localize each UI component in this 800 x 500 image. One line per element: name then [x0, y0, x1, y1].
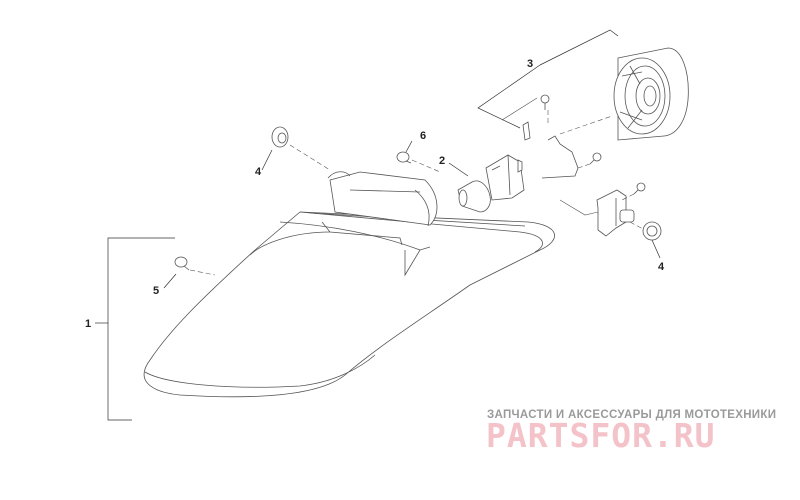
watermark-tagline: ЗАПЧАСТИ И АКСЕССУАРЫ ДЛЯ МОТОТЕХНИКИ	[487, 409, 776, 421]
explode-lines	[189, 110, 644, 276]
callout-4-upper: 4	[255, 166, 262, 178]
solid-guides	[501, 97, 599, 216]
headlight-housing	[143, 171, 555, 398]
small-screw-wire	[589, 152, 602, 165]
headlight-dust-cover	[613, 47, 689, 141]
mounting-bracket	[596, 189, 635, 237]
callout-2: 2	[439, 155, 445, 167]
headlight-bulb	[457, 154, 525, 213]
callout-4-lower: 4	[658, 261, 665, 273]
bulb-retaining-spring	[522, 121, 579, 179]
rubber-grommet-upper	[271, 126, 289, 148]
small-screw-bracket	[633, 182, 646, 195]
callout-5: 5	[153, 285, 159, 297]
small-screw-cover	[540, 94, 550, 110]
callout-3: 3	[527, 58, 533, 70]
watermark-brand: PARTSFOR.RU	[486, 416, 716, 455]
callout-6: 6	[420, 130, 426, 142]
rubber-grommet-lower	[642, 221, 662, 241]
callout-1: 1	[85, 318, 91, 330]
screw-part-5	[174, 256, 190, 271]
screw-part-6	[396, 151, 412, 164]
leader-lines	[95, 29, 661, 421]
